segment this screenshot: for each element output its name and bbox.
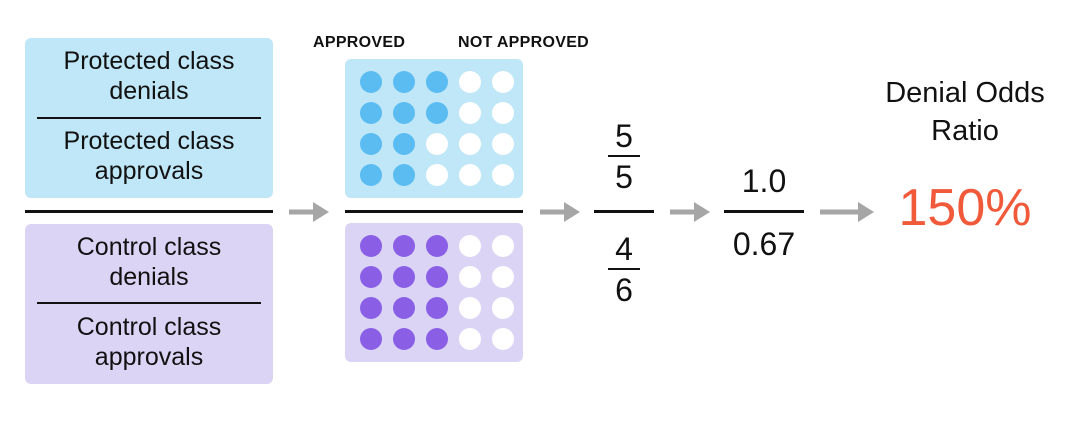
fraction-top-numerator: 5 (615, 118, 633, 154)
dot-row (360, 133, 523, 164)
not-approved-header: NOT APPROVED (458, 34, 590, 51)
approved-dot (360, 164, 382, 186)
approved-dot (393, 328, 415, 350)
control-approvals-label: Control class approvals (76, 313, 222, 371)
approved-dot (426, 328, 448, 350)
approved-header: APPROVED (313, 34, 406, 51)
approved-dot (360, 235, 382, 257)
protected-approvals-label: Protected class approvals (63, 127, 235, 185)
not-approved-dot (492, 266, 514, 288)
not-approved-dot (426, 133, 448, 155)
not-approved-dot (426, 164, 448, 186)
not-approved-dot (459, 164, 481, 186)
approved-dot (426, 102, 448, 124)
not-approved-dot (492, 102, 514, 124)
approved-dot (393, 266, 415, 288)
fraction-top-bar (608, 155, 640, 157)
decimal-numerator: 1.0 (741, 163, 787, 199)
approved-dot (393, 164, 415, 186)
protected-fraction-rule (37, 117, 261, 119)
approved-dot (393, 297, 415, 319)
decimal-bar (724, 210, 804, 213)
approved-dot (426, 297, 448, 319)
dot-row (360, 328, 523, 359)
control-denials-label: Control class denials (76, 233, 222, 291)
dot-row (360, 102, 523, 133)
approved-dot (426, 235, 448, 257)
decimal-denominator: 0.67 (732, 226, 796, 262)
fraction-bottom-denominator: 6 (615, 272, 633, 308)
not-approved-dot (492, 235, 514, 257)
not-approved-dot (459, 235, 481, 257)
approved-dot (360, 102, 382, 124)
approved-dot (426, 71, 448, 93)
arrow-right-icon (820, 202, 874, 222)
not-approved-dot (492, 297, 514, 319)
not-approved-dot (492, 164, 514, 186)
approved-dot (360, 133, 382, 155)
control-class-box: Control class denials Control class appr… (25, 224, 273, 384)
not-approved-dot (459, 328, 481, 350)
approved-dot (393, 133, 415, 155)
approved-dot (360, 71, 382, 93)
approved-dot (426, 266, 448, 288)
not-approved-dot (492, 133, 514, 155)
control-fraction-rule (37, 302, 261, 304)
not-approved-dot (459, 266, 481, 288)
fraction-bottom-numerator: 4 (615, 231, 633, 267)
fraction-bottom-bar (608, 268, 640, 270)
not-approved-dot (459, 102, 481, 124)
control-dot-grid (345, 223, 523, 362)
dot-row (360, 235, 523, 266)
approved-dot (360, 266, 382, 288)
protected-class-box: Protected class denials Protected class … (25, 38, 273, 198)
approved-dot (360, 328, 382, 350)
not-approved-dot (459, 133, 481, 155)
arrow-right-icon (670, 202, 710, 222)
dot-row (360, 266, 523, 297)
dot-row (360, 71, 523, 102)
left-main-divider (25, 210, 273, 213)
approved-dot (393, 71, 415, 93)
not-approved-dot (492, 328, 514, 350)
protected-dot-grid (345, 59, 523, 198)
fraction-top-denominator: 5 (615, 159, 633, 195)
protected-denials-label: Protected class denials (63, 47, 235, 105)
denial-odds-ratio-label: Denial Odds Ratio (885, 77, 1045, 147)
denial-odds-ratio-value: 150% (898, 179, 1032, 237)
not-approved-dot (459, 71, 481, 93)
grid-main-divider (345, 210, 523, 213)
not-approved-dot (459, 297, 481, 319)
approved-dot (393, 102, 415, 124)
dot-row (360, 164, 523, 195)
arrow-right-icon (540, 202, 580, 222)
not-approved-dot (492, 71, 514, 93)
approved-dot (393, 235, 415, 257)
dot-row (360, 297, 523, 328)
approved-dot (360, 297, 382, 319)
arrow-right-icon (289, 202, 329, 222)
fraction-main-bar (594, 210, 654, 213)
